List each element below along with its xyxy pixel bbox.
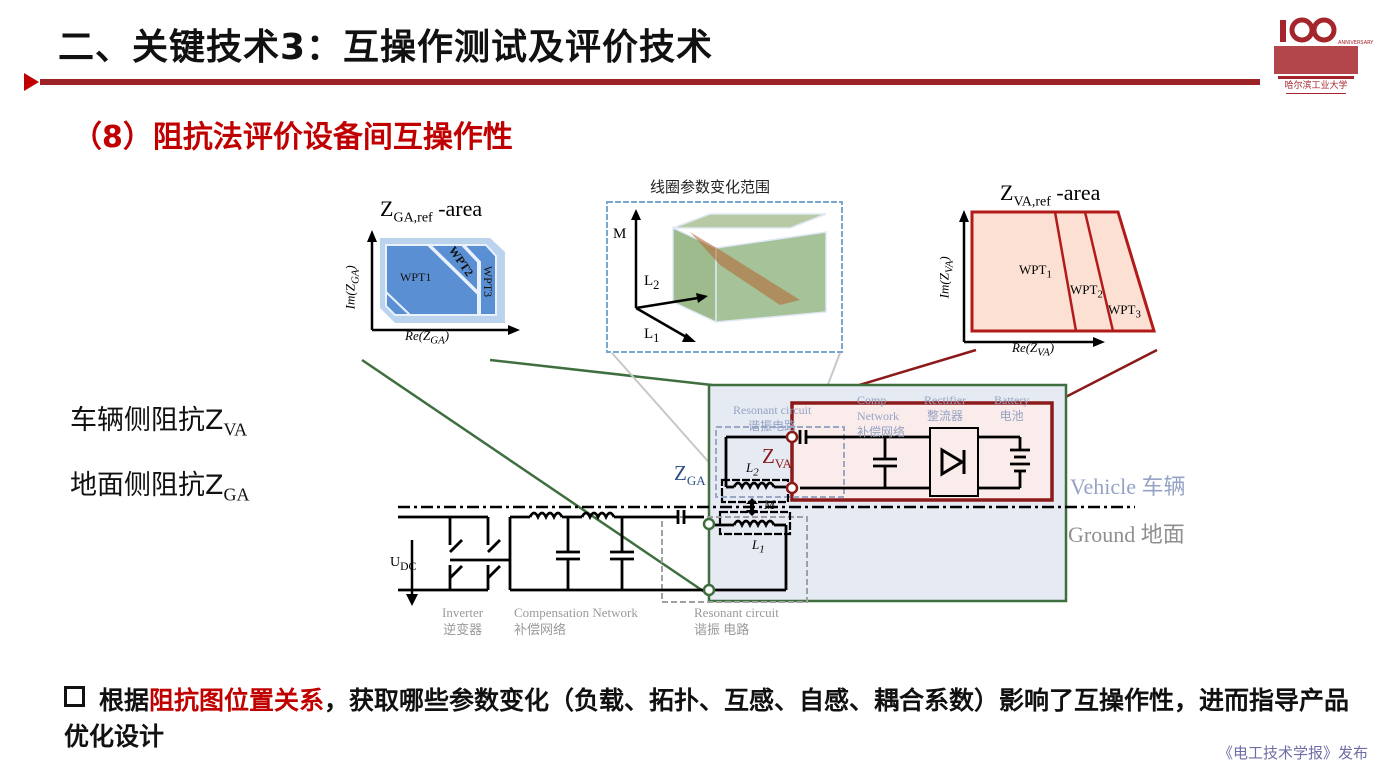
coil-range-title: 线圈参数变化范围 (650, 178, 771, 196)
ground-impedance-label: 地面侧阻抗ZGA (70, 470, 250, 505)
va-area-title: ZVA,ref -area (1000, 180, 1101, 210)
axis-l1-label: L1 (644, 326, 660, 345)
l1-label: L1 (752, 537, 765, 556)
title-divider (40, 79, 1260, 85)
ga-area-title: ZGA,ref -area (380, 196, 483, 226)
section-subtitle: （8）阻抗法评价设备间互操作性 (72, 120, 513, 155)
ga-callout-line (489, 358, 713, 387)
publisher-footer: 《电工技术学报》发布 (1217, 744, 1368, 762)
va-area-plot (959, 210, 1157, 347)
vehicle-resonant-box (715, 426, 845, 498)
va-wpt3-label: WPT3 (1108, 302, 1141, 321)
va-callout-line (1051, 348, 1158, 406)
va-wpt1-label: WPT1 (1019, 262, 1052, 281)
m-label: M (764, 497, 775, 512)
coil-parameter-range-plot (606, 201, 843, 353)
ground-resonant-box (661, 516, 808, 603)
va-terminal (785, 481, 799, 495)
vehicle-side-tag: Vehicle 车辆 (1070, 474, 1186, 499)
svg-text:哈尔滨工业大学: 哈尔滨工业大学 (1284, 79, 1347, 91)
checkbox-bullet-icon (64, 686, 85, 707)
wpt3-region (461, 244, 497, 316)
ground-side-tag: Ground 地面 (1068, 522, 1185, 547)
ga-area-plot (367, 230, 520, 335)
university-logo-icon: 哈尔滨工业大学 ANNIVERSARY (1274, 17, 1374, 94)
ga-terminal (702, 517, 716, 531)
wpt1-region (385, 244, 479, 316)
vehicle-impedance-label: 车辆侧阻抗ZVA (70, 405, 248, 440)
diode-icon (940, 447, 965, 477)
z-ga-label: ZGA (674, 461, 706, 489)
rectifier-block (929, 427, 979, 497)
z-va-label: ZVA (762, 444, 792, 472)
ga-x-axis-label: Re(ZGA) (405, 328, 450, 347)
svg-text:ANNIVERSARY: ANNIVERSARY (1338, 40, 1374, 46)
va-terminal (785, 430, 799, 444)
ga-terminal (702, 583, 716, 597)
vehicle-side-box (790, 401, 1054, 502)
slide-title: 二、关键技术3：互操作测试及评价技术 (58, 27, 714, 68)
axis-l2-label: L2 (644, 273, 660, 292)
ga-y-axis-label: Im(ZGA) (342, 265, 362, 310)
udc-label: UDC (390, 555, 417, 573)
l2-label: L2 (746, 460, 759, 479)
axis-m-label: M (613, 226, 627, 242)
mutual-inductance-arrow-icon (746, 498, 758, 516)
wpt3-label: WPT3 (481, 265, 496, 298)
wpt1-label: WPT1 (400, 270, 432, 284)
ga-callout-line (361, 358, 713, 599)
va-y-axis-label: Im(ZVA) (936, 256, 956, 299)
conclusion-bullet: 根据阻抗图位置关系，获取哪些参数变化（负载、拓扑、互感、自感、耦合系数）影响了互… (64, 686, 1350, 751)
wpt2-region (427, 244, 479, 295)
vehicle-circuit (724, 430, 1030, 491)
va-x-axis-label: Re(ZVA) (1012, 340, 1055, 359)
highlight-text: 阻抗图位置关系 (149, 686, 325, 715)
ground-circuit (398, 510, 788, 592)
title-arrow-icon (24, 73, 39, 91)
va-wpt2-label: WPT2 (1070, 282, 1103, 301)
